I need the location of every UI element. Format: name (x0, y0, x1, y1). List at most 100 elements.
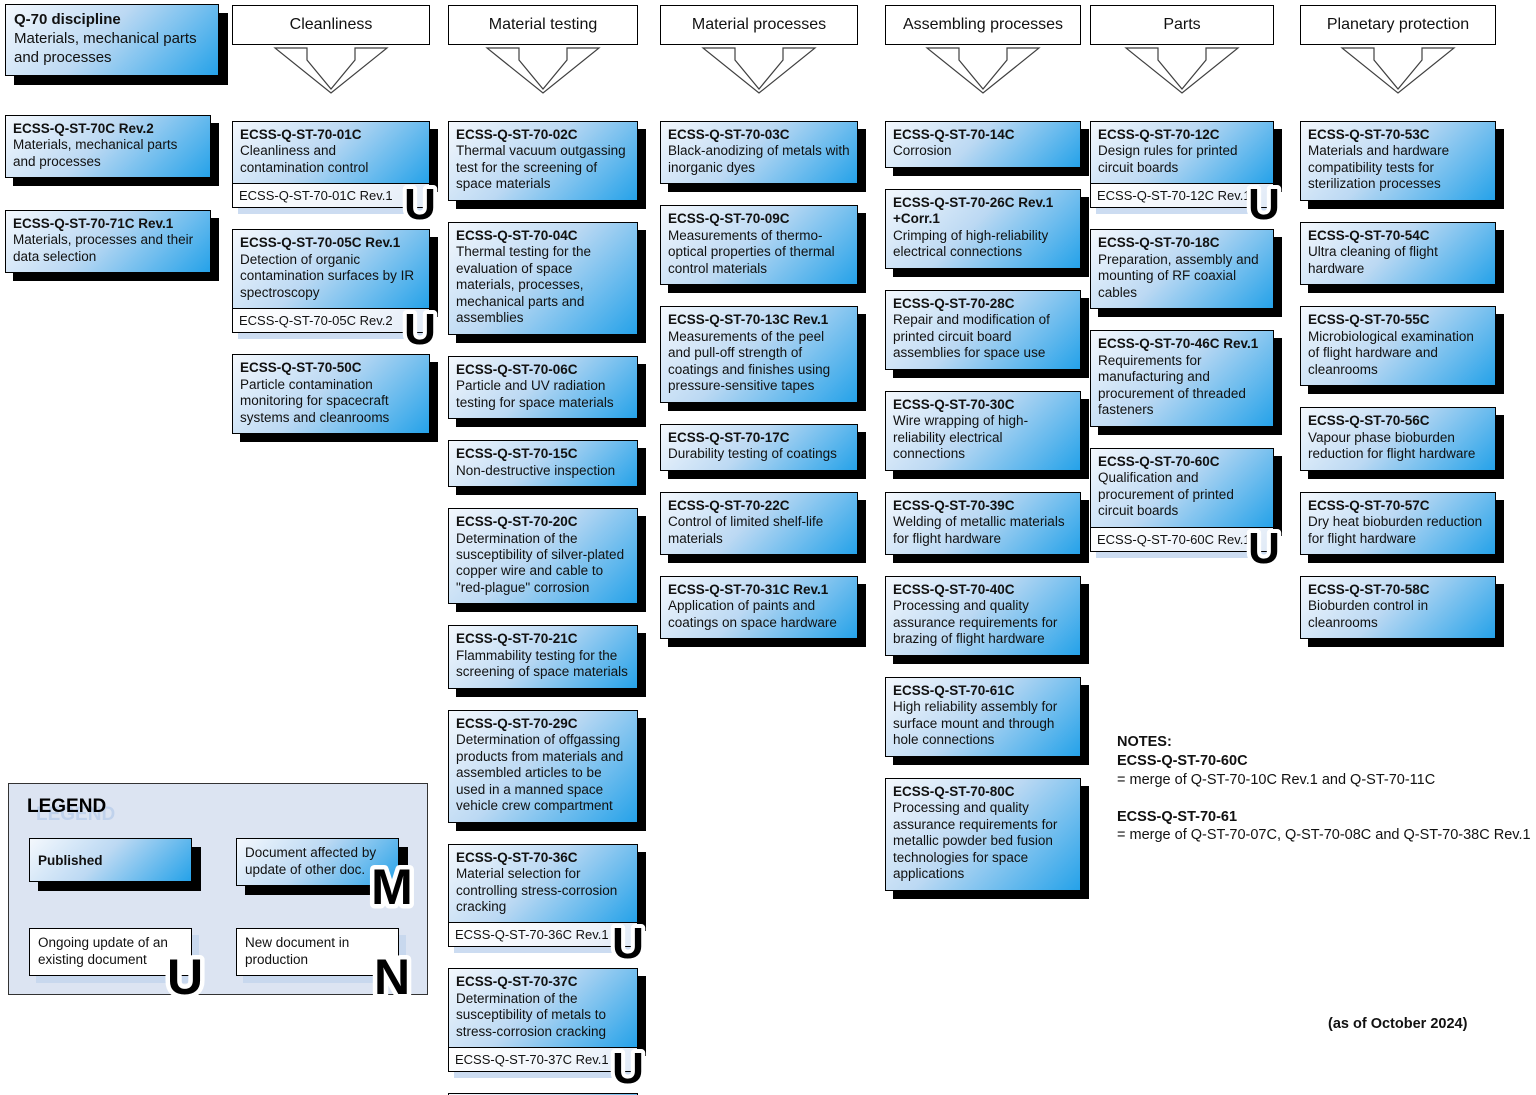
legend-title-ghost: LEGEND (36, 804, 116, 825)
note-text: = merge of Q-ST-70-07C, Q-ST-70-08C and … (1117, 827, 1531, 844)
doc-id: ECSS-Q-ST-70-57C (1308, 497, 1430, 513)
legend-item-published: Published (29, 838, 192, 886)
doc-title: Determination of offgassing products fro… (456, 732, 624, 814)
doc-title: Welding of metallic materials for flight… (893, 514, 1065, 546)
doc-title: Thermal testing for the evaluation of sp… (456, 244, 592, 326)
doc-title: Corrosion (893, 143, 952, 159)
doc-id: ECSS-Q-ST-70-30C (893, 396, 1015, 412)
marker-u-icon: U (608, 917, 648, 967)
doc-title: Application of paints and coatings on sp… (668, 598, 837, 630)
doc-title: Processing and quality assurance require… (893, 598, 1058, 647)
doc-title: Thermal vacuum outgassing test for the s… (456, 143, 626, 192)
doc-title: Wire wrapping of high-reliability electr… (893, 413, 1029, 462)
doc-revision-row: ECSS-Q-ST-70-01C Rev.1 (232, 183, 430, 209)
down-arrow-icon (701, 47, 817, 94)
doc-id: ECSS-Q-ST-70-05C Rev.1 (240, 235, 401, 251)
column-header: Cleanliness (232, 5, 430, 45)
as-of-date: (as of October 2024) (1328, 1016, 1468, 1032)
doc-id: ECSS-Q-ST-70-37C (456, 974, 578, 990)
doc-title: Measurements of the peel and pull-off st… (668, 328, 831, 394)
doc-box: ECSS-Q-ST-70C Rev.2 Materials, mechanica… (5, 115, 211, 179)
doc-id: ECSS-Q-ST-70-17C (668, 429, 790, 445)
svg-text:U: U (1248, 524, 1280, 572)
doc-id: ECSS-Q-ST-70-15C (456, 446, 578, 462)
column-arrow (885, 47, 1081, 95)
legend-panel: LEGEND LEGEND Published Document affecte… (8, 783, 428, 1004)
doc-id: ECSS-Q-ST-70-14C (893, 127, 1015, 142)
marker-m-icon: M (367, 858, 417, 914)
legend-item-new: New document in production N (236, 927, 415, 1004)
svg-text:U: U (1248, 180, 1280, 228)
doc-id: ECSS-Q-ST-70-36C (456, 849, 578, 865)
doc-title: Microbiological examination of flight ha… (1308, 328, 1474, 377)
doc-box: ECSS-Q-ST-70-71C Rev.1 Materials, proces… (5, 210, 211, 274)
down-arrow-icon (273, 47, 389, 94)
svg-text:M: M (371, 859, 413, 914)
svg-text:U: U (612, 919, 644, 967)
doc-title: Processing and quality assurance require… (893, 800, 1058, 882)
doc-title: Detection of organic contamination surfa… (240, 251, 415, 300)
svg-text:U: U (404, 180, 436, 228)
doc-id: ECSS-Q-ST-70-04C (456, 227, 578, 243)
doc-id: ECSS-Q-ST-70-03C (668, 127, 790, 142)
down-arrow-icon (925, 47, 1041, 94)
doc-title: Materials, processes and their data sele… (13, 232, 194, 264)
doc-id: ECSS-Q-ST-70-60C (1098, 453, 1220, 469)
legend-item-ongoing: Ongoing update of an existing document U (29, 927, 208, 1004)
doc-id: ECSS-Q-ST-70-18C (1098, 235, 1220, 251)
doc-title: Vapour phase bioburden reduction for fli… (1308, 429, 1476, 462)
doc-id: ECSS-Q-ST-70-40C (893, 581, 1015, 597)
doc-id: ECSS-Q-ST-70-21C (456, 631, 578, 647)
svg-text:U: U (612, 1044, 644, 1092)
note-id: ECSS-Q-ST-70-61 (1117, 808, 1238, 825)
legend-label: New document in production (245, 934, 350, 967)
doc-id: ECSS-Q-ST-70-20C (456, 514, 578, 530)
marker-n-icon: N (369, 948, 414, 1004)
legend-label: Published (38, 853, 103, 868)
doc-id: ECSS-Q-ST-70-61C (893, 682, 1015, 698)
note-id: ECSS-Q-ST-70-60C (1117, 752, 1248, 769)
doc-id: ECSS-Q-ST-70-26C Rev.1 +Corr.1 (893, 194, 1054, 227)
doc-title: Cleanliness and contamination control (240, 143, 369, 175)
svg-text:U: U (167, 949, 203, 1004)
doc-id: ECSS-Q-ST-70-46C Rev.1 (1098, 336, 1259, 352)
doc-revision-row: ECSS-Q-ST-70-05C Rev.2 (232, 308, 430, 334)
down-arrow-icon (485, 47, 601, 94)
doc-id: ECSS-Q-ST-70-29C (456, 715, 578, 731)
column-header: Material processes (660, 5, 858, 45)
column-arrow (232, 47, 430, 95)
notes-title: NOTES: (1117, 734, 1172, 750)
doc-title: Measurements of thermo-optical propertie… (668, 227, 835, 276)
legend-label: Ongoing update of an existing document (38, 934, 168, 967)
doc-id: ECSS-Q-ST-70-53C (1308, 127, 1430, 142)
doc-id: ECSS-Q-ST-70-71C Rev.1 (13, 216, 174, 231)
column-header: Parts (1090, 5, 1274, 45)
doc-title: Determination of the susceptibility of m… (456, 990, 607, 1039)
doc-id: ECSS-Q-ST-70-55C (1308, 312, 1430, 328)
doc-title: Dry heat bioburden reduction for flight … (1308, 514, 1483, 546)
marker-u-icon: U (400, 178, 440, 228)
